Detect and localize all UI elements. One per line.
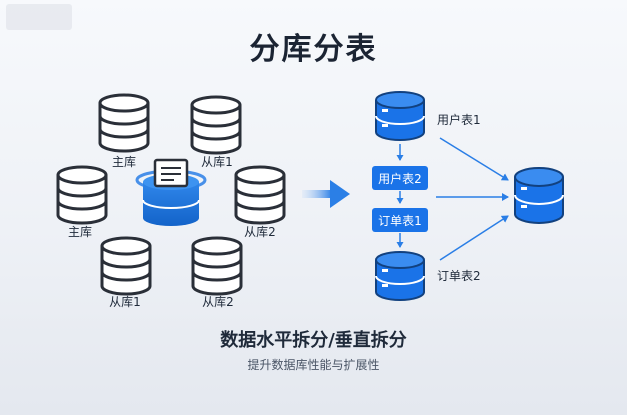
pill-label: 用户表2 [378,171,422,186]
hub-cylinder-band [142,199,200,209]
hub-cylinder-body [143,182,199,226]
table-pill [372,208,428,232]
db-label: 从库2 [244,224,276,239]
database-icon [98,93,150,153]
db-label: 从库1 [109,294,141,309]
node-order-table-2: 订单表2 [375,251,481,301]
db-top-right: 从库1 [190,95,242,169]
database-icon [190,95,242,155]
server-database-icon [375,91,425,141]
section-subtitle: 数据水平拆分/垂直拆分 [220,330,407,351]
db-bottom-left: 从库1 [100,236,152,309]
table-pill [372,166,428,190]
db-top-left: 主库 [98,93,150,169]
db-label: 主库 [68,224,92,239]
converge-arrow [439,137,509,181]
database-icon [100,236,152,296]
node-user-table-2: 用户表2 [372,166,428,190]
watermark-badge [6,4,72,30]
node-label: 订单表2 [437,269,481,283]
db-mid-left: 主库 [56,165,108,239]
db-label: 从库1 [201,154,233,169]
node-user-table-1: 用户表1 [375,91,481,141]
db-label: 主库 [112,154,136,169]
pill-label: 订单表1 [378,214,422,228]
node-label: 用户表1 [437,112,481,127]
node-order-table-1: 订单表1 [372,208,428,232]
transition-arrow-icon [302,180,350,208]
database-icon [191,236,243,296]
document-card-icon [153,158,189,188]
database-icon [234,165,286,225]
db-label: 从库2 [202,294,234,309]
database-icon [56,165,108,225]
central-hub-database [135,158,207,226]
db-mid-right: 从库2 [234,165,286,239]
server-database-icon [514,167,564,224]
server-database-icon [375,251,425,301]
section-caption: 提升数据库性能与扩展性 [247,358,380,372]
db-bottom-right: 从库2 [191,236,243,309]
converge-arrow [439,215,509,261]
page-title: 分库分表 [249,32,378,67]
target-database [514,167,564,224]
